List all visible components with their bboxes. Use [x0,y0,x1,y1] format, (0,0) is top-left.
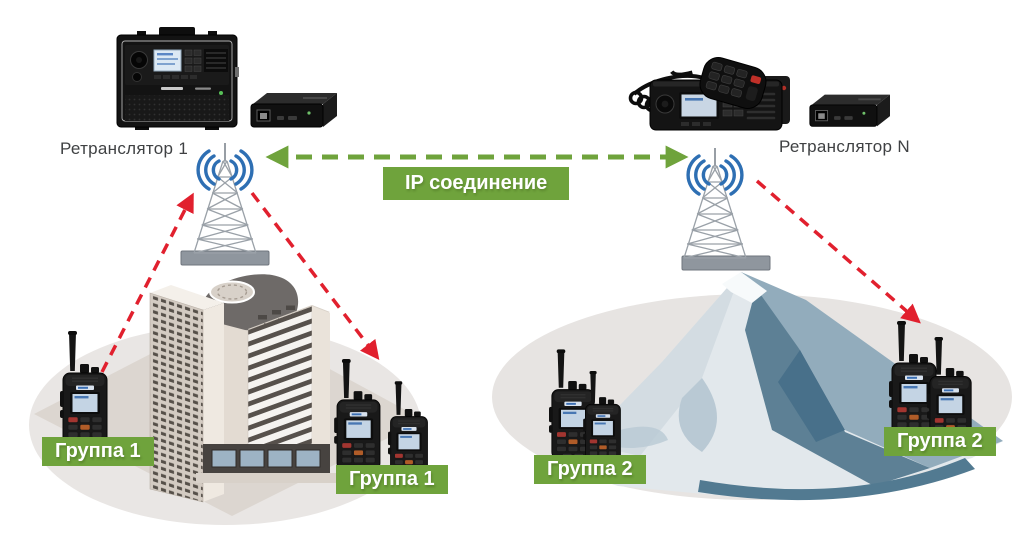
tower-base-plate-right [681,255,771,271]
base-station-device [116,27,239,130]
rf-link-arrow-right-down [755,179,921,324]
ip-gateway-right [809,94,891,127]
ip-connection-label: IP соединение [383,167,570,200]
office-building [149,274,336,503]
group-1-label-left: Группа 1 [42,437,154,466]
group-2-label-right: Группа 2 [884,427,996,456]
repeater-1-caption: Ретранслятор 1 [60,139,189,158]
rf-link-arrow-left-down [250,191,380,361]
mobile-radio-device [628,57,790,131]
ip-gateway-left [250,92,338,128]
radio-tower-right [683,147,747,259]
group-1-label-right: Группа 1 [336,465,448,494]
radio-tower-left [193,142,257,254]
tower-base-plate-left [180,250,270,266]
rf-link-arrow-left-up [100,192,194,373]
repeater-n-caption: Ретранслятор N [779,137,910,156]
group-2-label-left: Группа 2 [534,455,646,484]
